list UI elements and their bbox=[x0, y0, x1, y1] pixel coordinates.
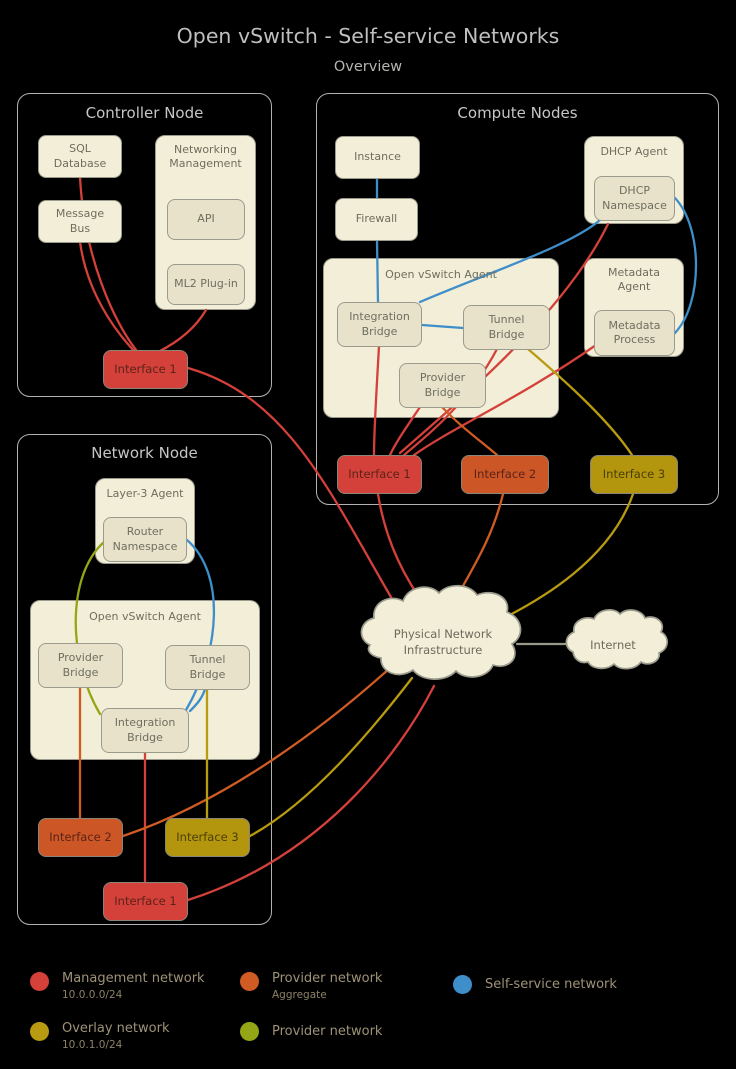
internet-cloud-label: Internet bbox=[590, 638, 636, 652]
compute-interface3-box: Interface 3 bbox=[590, 455, 678, 494]
layer3-agent-label: Layer-3 Agent bbox=[106, 487, 184, 500]
compute-integration-bridge-box: Integration Bridge bbox=[337, 302, 422, 347]
network-tunnel-bridge-box: Tunnel Bridge bbox=[165, 645, 250, 690]
compute-tunnel-bridge-box: Tunnel Bridge bbox=[463, 305, 550, 350]
legend-dot-self-service bbox=[453, 975, 472, 994]
line-compute-interface3-to-cloud bbox=[498, 492, 635, 622]
line-network-interface3-to-cloud bbox=[248, 676, 414, 838]
compute-ovs-agent-label: Open vSwitch Agent bbox=[385, 268, 497, 281]
legend-dot-management bbox=[30, 972, 49, 991]
compute-interface2-box: Interface 2 bbox=[461, 455, 549, 494]
page-title: Open vSwitch - Self-service Networks bbox=[176, 24, 560, 48]
legend-sub-management: 10.0.0.0/24 bbox=[62, 989, 123, 1001]
network-interface3-box: Interface 3 bbox=[165, 818, 250, 857]
controller-interface1-box: Interface 1 bbox=[103, 350, 188, 389]
legend-dot-provider-aggregate bbox=[240, 972, 259, 991]
firewall-box: Firewall bbox=[335, 198, 418, 241]
compute-interface1-box: Interface 1 bbox=[337, 455, 422, 494]
legend-sub-provider-aggregate: Aggregate bbox=[272, 989, 327, 1001]
api-box: API bbox=[167, 199, 245, 240]
metadata-process-box: Metadata Process bbox=[594, 310, 675, 356]
legend-label-provider: Provider network bbox=[272, 1024, 383, 1039]
controller-node-title: Controller Node bbox=[85, 104, 204, 122]
metadata-agent-label: Metadata Agent bbox=[607, 266, 661, 294]
compute-provider-bridge-box: Provider Bridge bbox=[399, 363, 486, 408]
legend-label-overlay: Overlay network bbox=[62, 1021, 170, 1036]
compute-nodes-title: Compute Nodes bbox=[457, 104, 578, 122]
legend-dot-provider bbox=[240, 1022, 259, 1041]
legend-label-self-service: Self-service network bbox=[485, 977, 617, 992]
controller-node-box bbox=[17, 93, 272, 397]
physical-network-cloud-label: Physical Network Infrastructure bbox=[393, 627, 493, 657]
network-provider-bridge-box: Provider Bridge bbox=[38, 643, 123, 688]
page-subtitle: Overview bbox=[333, 59, 403, 75]
sql-database-box: SQL Database bbox=[38, 135, 122, 178]
instance-box: Instance bbox=[335, 136, 420, 179]
legend-label-management: Management network bbox=[62, 971, 205, 986]
network-ovs-agent-label: Open vSwitch Agent bbox=[89, 610, 201, 623]
legend-dot-overlay bbox=[30, 1022, 49, 1041]
legend-label-provider-aggregate: Provider network bbox=[272, 971, 383, 986]
network-node-title: Network Node bbox=[91, 444, 198, 462]
message-bus-box: Message Bus bbox=[38, 200, 122, 243]
dhcp-namespace-box: DHCP Namespace bbox=[594, 176, 675, 221]
ml2-plugin-box: ML2 Plug-in bbox=[167, 264, 245, 305]
router-namespace-box: Router Namespace bbox=[103, 517, 187, 562]
networking-management-label: Networking Management bbox=[169, 143, 242, 171]
legend-sub-overlay: 10.0.1.0/24 bbox=[62, 1039, 123, 1051]
network-interface2-box: Interface 2 bbox=[38, 818, 123, 857]
line-compute-interface2-to-cloud bbox=[451, 492, 505, 606]
network-integration-bridge-box: Integration Bridge bbox=[101, 708, 189, 753]
dhcp-agent-label: DHCP Agent bbox=[600, 145, 668, 158]
line-compute-interface1-to-cloud bbox=[376, 492, 430, 612]
network-interface1-box: Interface 1 bbox=[103, 882, 188, 921]
